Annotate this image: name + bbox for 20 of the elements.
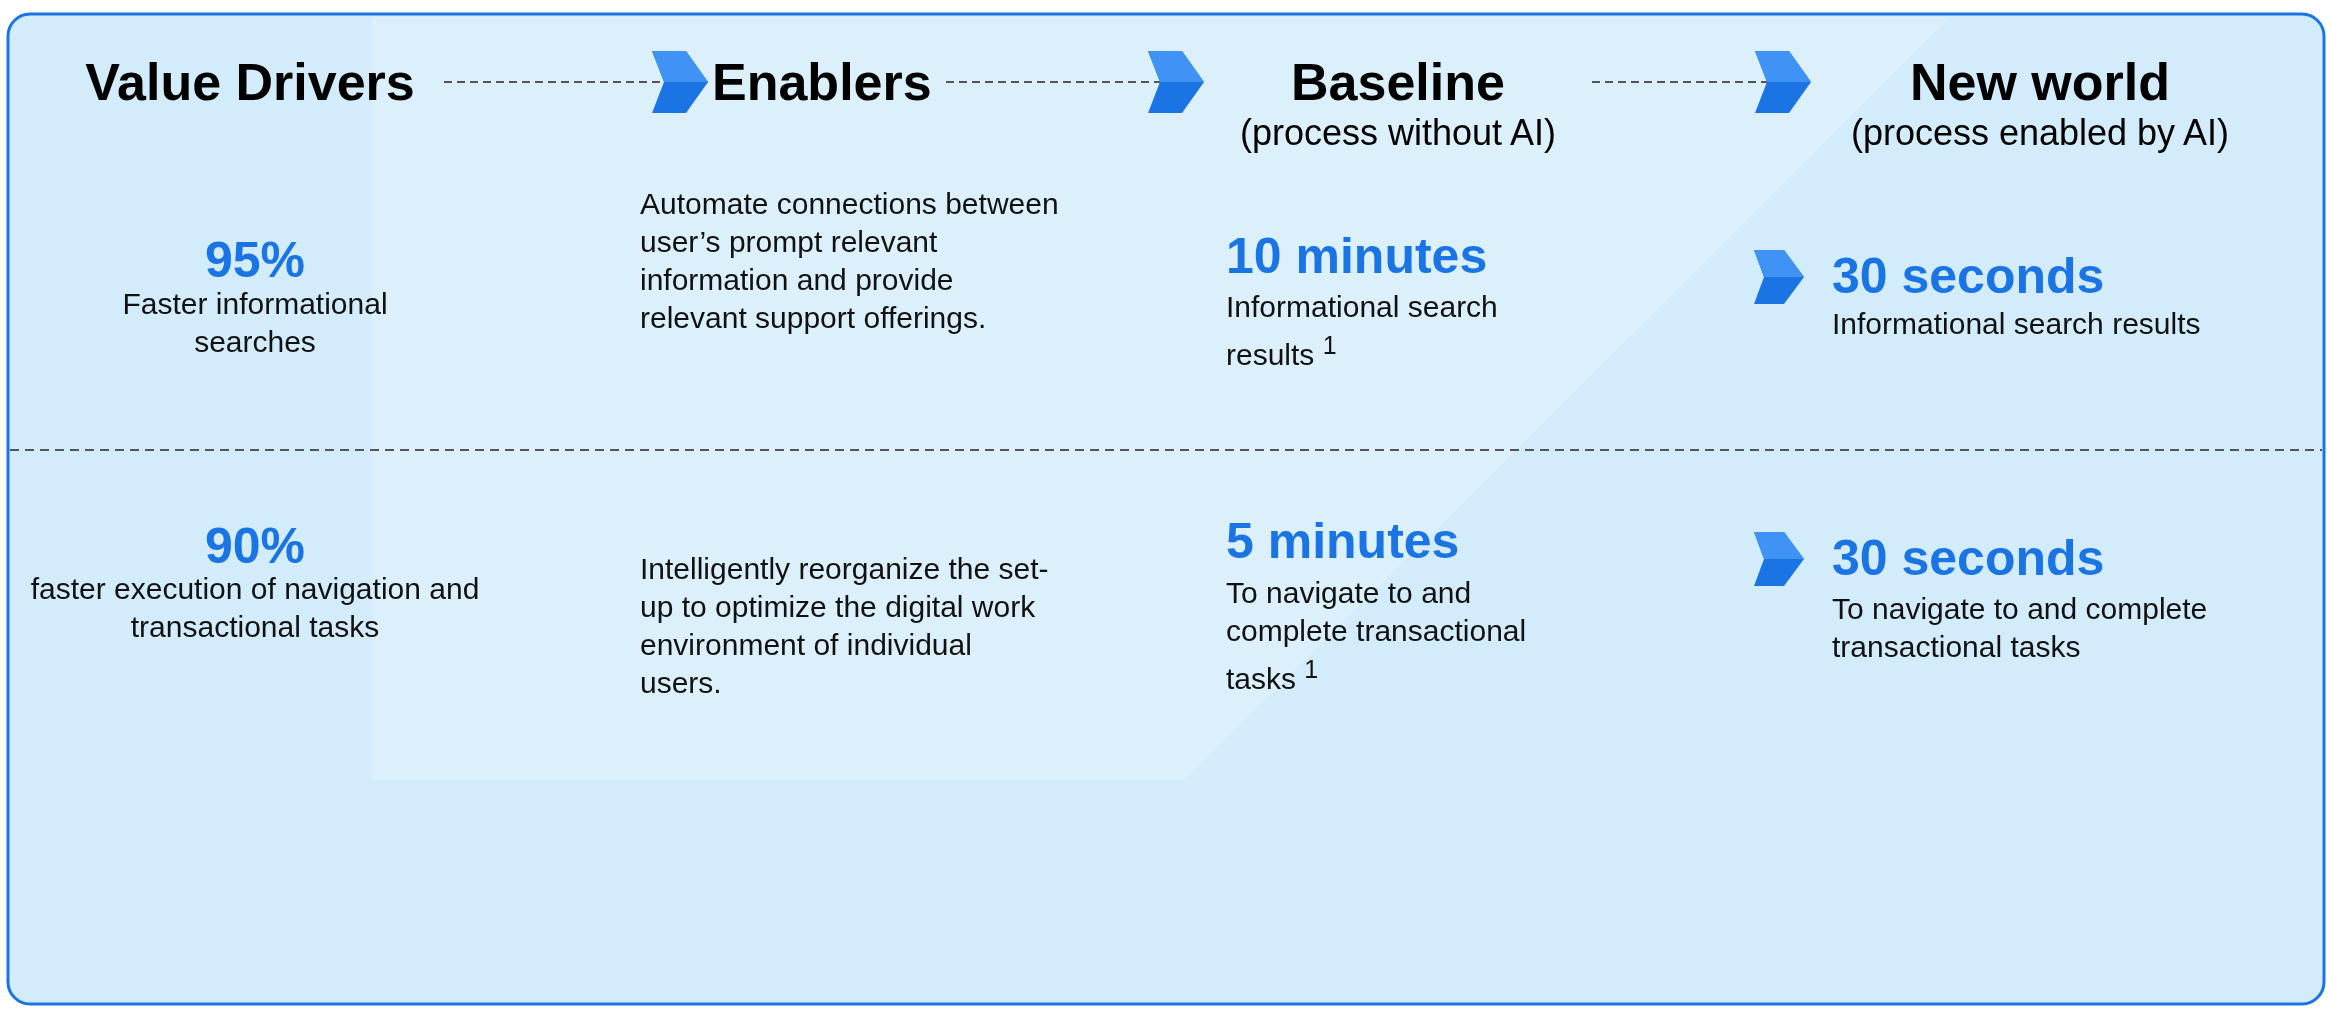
metric-value: 10 minutes bbox=[1226, 228, 1489, 284]
column-subheading: (process without AI) bbox=[1238, 112, 1558, 154]
metric-value: 30 seconds bbox=[1832, 248, 2106, 304]
metric-value: 95% bbox=[203, 232, 307, 288]
description-text: Informational search results bbox=[1832, 306, 2202, 342]
description-text: Automate connections between user’s prompt relevant information and provide relevant support offerings. bbox=[640, 186, 1060, 336]
description-text: To navigate to and complete transactional tasks bbox=[1832, 591, 2209, 665]
description-text: Informational search results $^{1}$ bbox=[1226, 289, 1499, 373]
column-heading: New world bbox=[1909, 52, 2171, 112]
description-text: To navigate to and complete transactional tasks $^{1}$ bbox=[1226, 575, 1528, 697]
column-heading: Value Drivers bbox=[60, 52, 440, 112]
metric-value: 90% bbox=[203, 518, 307, 574]
column-subheading: (process enabled by AI) bbox=[1849, 112, 2231, 154]
metric-value: 5 minutes bbox=[1226, 513, 1461, 569]
metric-value: 30 seconds bbox=[1832, 530, 2106, 586]
column-heading: Enablers bbox=[712, 52, 942, 112]
column-heading: Baseline bbox=[1290, 52, 1506, 112]
description-text: Faster informational searches bbox=[121, 286, 389, 360]
description-text: faster execution of navigation and transactional tasks bbox=[30, 571, 480, 645]
description-text: Intelligently reorganize the set-up to optimize the digital work environment of individual users. bbox=[640, 551, 1050, 701]
